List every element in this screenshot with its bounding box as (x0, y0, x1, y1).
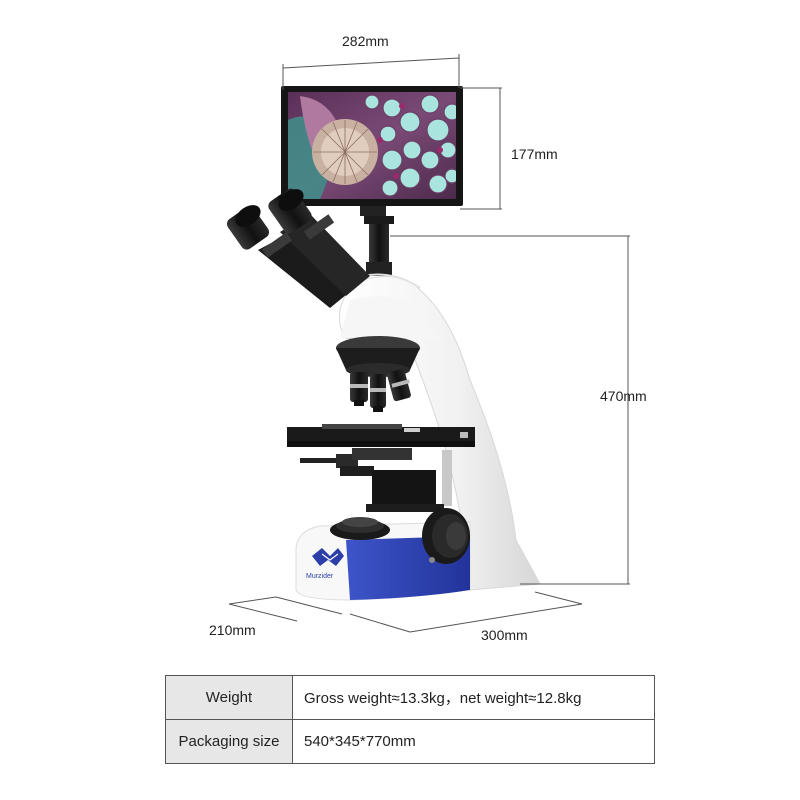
dimension-label-body-height: 470mm (600, 388, 647, 404)
spec-label: Weight (165, 675, 293, 720)
spec-label: Packaging size (165, 719, 293, 764)
dimension-label-base-width: 300mm (481, 627, 528, 643)
stage (287, 424, 475, 506)
spec-table: Weight Gross weight≈13.3kg，net weight≈12… (165, 675, 655, 764)
microscope-base: Murzider (295, 508, 471, 601)
condenser (366, 470, 444, 512)
spec-value: Gross weight≈13.3kg，net weight≈12.8kg (292, 675, 655, 720)
dimension-label-base-depth: 210mm (209, 622, 256, 638)
brand-logo-text: Murzider (306, 573, 334, 580)
spec-value: 540*345*770mm (292, 719, 655, 764)
monitor (281, 86, 463, 216)
eyepiece-tubes (226, 188, 370, 308)
spec-row-weight: Weight Gross weight≈13.3kg，net weight≈12… (165, 675, 655, 720)
dimension-label-monitor-width: 282mm (342, 33, 389, 49)
specimen-image (288, 94, 456, 199)
dimension-label-monitor-height: 177mm (511, 146, 558, 162)
camera-adapter (364, 216, 394, 276)
dimension-lines (228, 54, 630, 633)
spec-row-packaging: Packaging size 540*345*770mm (165, 719, 655, 764)
objective-turret (336, 336, 420, 412)
brand-logo-icon (312, 548, 344, 566)
